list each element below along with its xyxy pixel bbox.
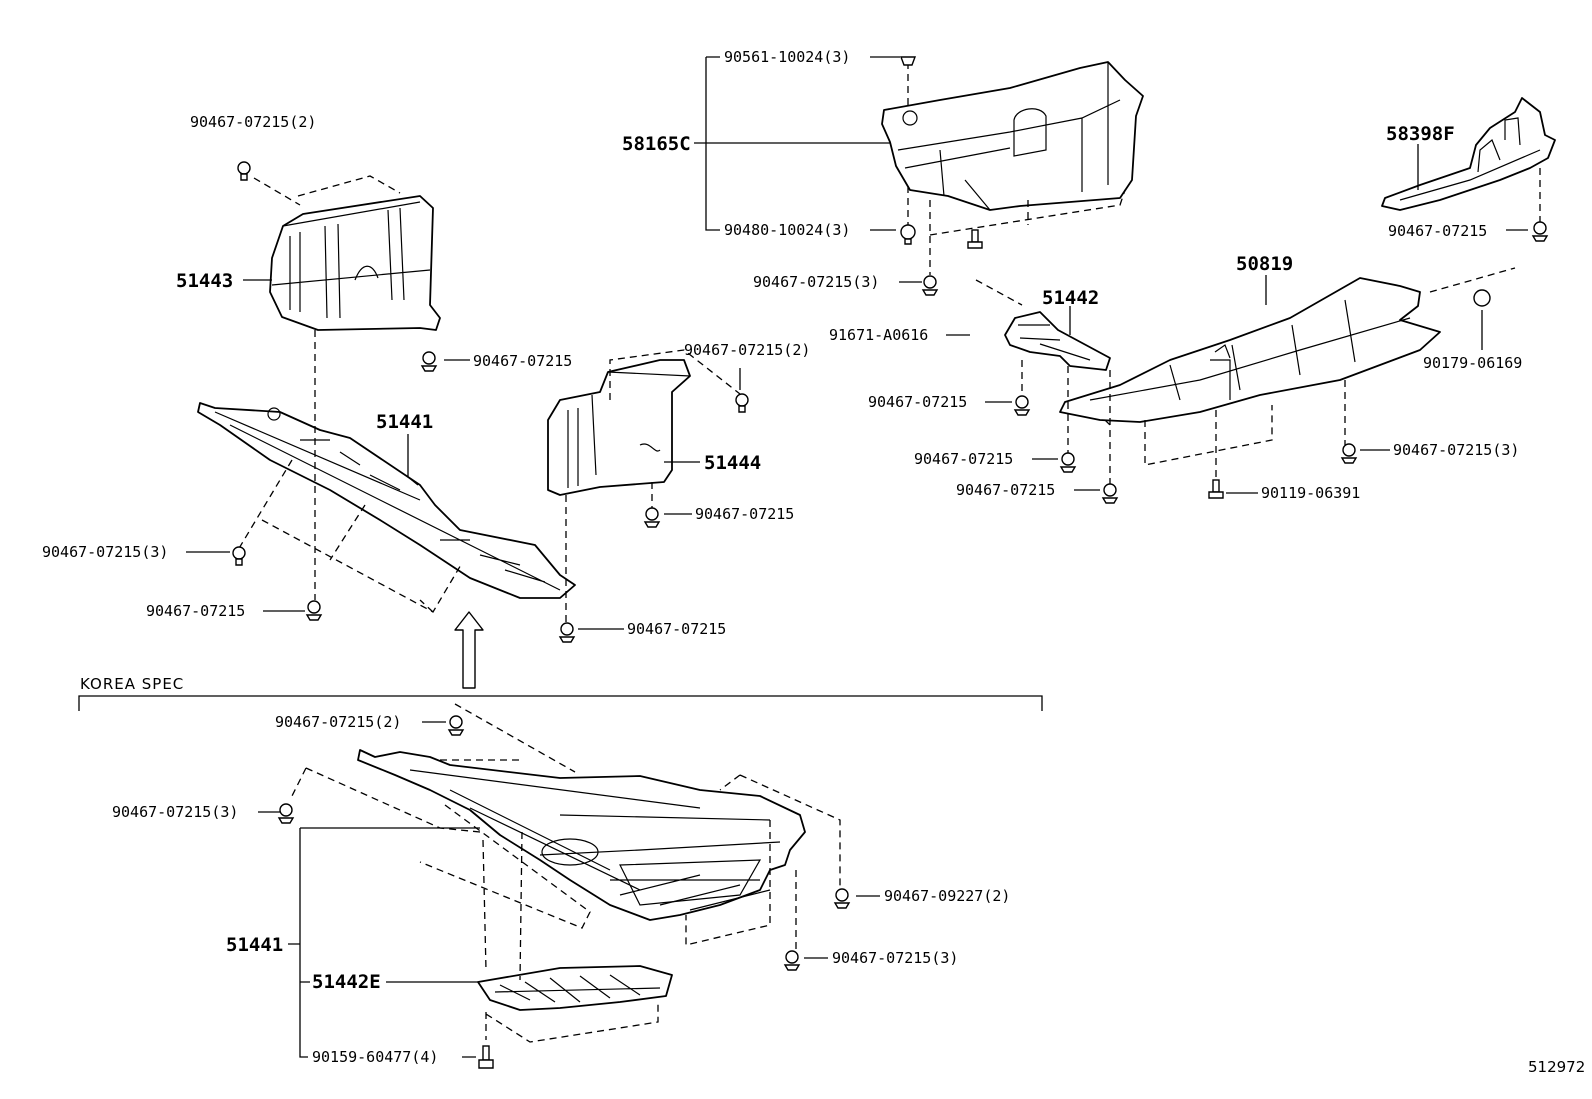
clip-icon xyxy=(643,507,661,528)
fastener-label: 91671-A0616 xyxy=(829,326,928,344)
fastener-label: 90467-07215 xyxy=(695,505,794,523)
part-label-58165C: 58165C xyxy=(622,133,691,155)
bolt-icon xyxy=(478,1045,494,1069)
clip-icon xyxy=(305,600,323,621)
part-label-51442: 51442 xyxy=(1042,287,1099,309)
fastener-label: 90159-60477(4) xyxy=(312,1048,438,1066)
fastener-label: 90179-06169 xyxy=(1423,354,1522,372)
clip-icon xyxy=(899,56,917,66)
part-label-50819: 50819 xyxy=(1236,253,1293,275)
fastener-label: 90467-07215(3) xyxy=(832,949,958,967)
leader-lines xyxy=(186,56,1528,1058)
fastener-label: 90467-07215 xyxy=(1388,222,1487,240)
clip-icon xyxy=(1531,221,1549,242)
fastener-label: 90467-07215(3) xyxy=(1393,441,1519,459)
part-label-51441: 51441 xyxy=(376,411,433,433)
grommet-icon xyxy=(1473,289,1491,307)
fastener-label: 90467-07215(3) xyxy=(112,803,238,821)
clip-icon xyxy=(1340,443,1358,464)
fastener-label: 90467-07215(2) xyxy=(275,713,401,731)
clip-icon xyxy=(420,351,438,372)
fastener-label: 90480-10024(3) xyxy=(724,221,850,239)
clip-icon xyxy=(1101,483,1119,504)
clip-icon xyxy=(735,393,749,413)
clip-icon xyxy=(232,546,246,566)
up-arrow-icon xyxy=(454,611,484,689)
part-label-51442E: 51442E xyxy=(312,971,381,993)
fastener-label: 90467-07215 xyxy=(473,352,572,370)
shield-51443-drawing xyxy=(269,195,441,331)
fastener-label: 90467-07215(2) xyxy=(684,341,810,359)
fastener-label: 90467-07215 xyxy=(868,393,967,411)
bracket-58398F-drawing xyxy=(1381,97,1556,211)
clip-icon xyxy=(1059,452,1077,473)
clip-icon xyxy=(558,622,576,643)
korea-spec-label: KOREA SPEC xyxy=(80,675,184,693)
fastener-label: 90467-07215 xyxy=(627,620,726,638)
fastener-labels: 90467-07215(2) 90467-07215 90467-07215(3… xyxy=(42,48,1522,1066)
clip-icon xyxy=(900,224,916,245)
fastener-label: 90467-07215 xyxy=(914,450,1013,468)
clip-icon xyxy=(921,275,939,296)
clip-icon xyxy=(447,715,465,736)
bolt-icon xyxy=(967,229,983,249)
clip-icon xyxy=(237,161,251,181)
clip-icon xyxy=(1013,395,1031,416)
fastener-label: 90467-07215(3) xyxy=(42,543,168,561)
bolt-icon xyxy=(1208,479,1224,499)
shield-51442-drawing xyxy=(1004,311,1111,371)
fastener-label: 90467-07215(3) xyxy=(753,273,879,291)
fastener-label: 90467-09227(2) xyxy=(884,887,1010,905)
shield-51442E-drawing xyxy=(477,965,673,1011)
part-label-51441-korea: 51441 xyxy=(226,934,283,956)
tray-58165C-drawing xyxy=(881,61,1144,211)
clip-icon xyxy=(833,888,851,909)
clip-icon xyxy=(277,803,295,824)
fastener-label: 90467-07215 xyxy=(146,602,245,620)
undercover-50819-drawing xyxy=(1059,277,1441,423)
dashed-guide-lines xyxy=(237,62,1541,1043)
korea-spec-bracket: KOREA SPEC xyxy=(78,675,1043,711)
part-labels: 51443 51441 51444 58165C 58398F 50819 51… xyxy=(176,123,1455,993)
fastener-label: 90467-07215 xyxy=(956,481,1055,499)
clip-icon xyxy=(783,950,801,971)
part-label-51444: 51444 xyxy=(704,452,761,474)
diagram-id: 512972 xyxy=(1528,1058,1585,1076)
part-label-51443: 51443 xyxy=(176,270,233,292)
shield-51444-drawing xyxy=(547,359,691,496)
undercover-51441-korea-drawing xyxy=(357,749,806,921)
part-label-58398F: 58398F xyxy=(1386,123,1455,145)
fastener-label: 90561-10024(3) xyxy=(724,48,850,66)
fastener-label: 90119-06391 xyxy=(1261,484,1360,502)
fastener-label: 90467-07215(2) xyxy=(190,113,316,131)
fastener-clips xyxy=(232,56,1549,1069)
